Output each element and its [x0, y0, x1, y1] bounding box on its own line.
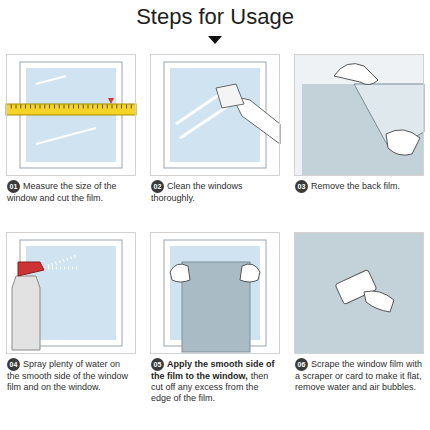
step-number: 06 [295, 358, 308, 371]
step-panel: 01Measure the size of the window and cut… [6, 54, 136, 176]
step-caption: 06Scrape the window film with a scraper … [295, 358, 423, 393]
step-caption: 03Remove the back film. [295, 180, 423, 193]
step-panel: 06Scrape the window film with a scraper … [294, 232, 424, 354]
scrape-illustration [294, 232, 424, 354]
step-panel: 02Clean the windows thoroughly. [150, 54, 280, 176]
step-caption: 05Apply the smooth side of the film to t… [151, 358, 279, 404]
spray-illustration [12, 240, 122, 350]
apply-illustration [164, 240, 266, 352]
step-text: Measure the size of the window and cut t… [7, 181, 117, 203]
step-text: Clean the windows thoroughly. [151, 181, 243, 203]
step-panel: 04Spray plenty of water on the smooth si… [6, 232, 136, 354]
step-number: 04 [7, 358, 20, 371]
step-number: 02 [151, 180, 164, 193]
step-caption: 02Clean the windows thoroughly. [151, 180, 279, 204]
step-text: Scrape the window film with a scraper or… [295, 359, 422, 392]
clean-illustration [164, 62, 280, 168]
step-text: Spray plenty of water on the smooth side… [7, 359, 128, 392]
step-panel: 05Apply the smooth side of the film to t… [150, 232, 280, 354]
step-number: 05 [151, 358, 164, 371]
step-number: 01 [7, 180, 20, 193]
step-panel: 03Remove the back film. [294, 54, 424, 176]
measure-illustration [6, 62, 136, 168]
step-caption: 04Spray plenty of water on the smooth si… [7, 358, 135, 393]
step-text: Remove the back film. [311, 181, 400, 191]
step-number: 03 [295, 180, 308, 193]
peel-illustration [294, 54, 424, 176]
down-triangle [208, 36, 222, 44]
step-caption: 01Measure the size of the window and cut… [7, 180, 135, 204]
page-title: Steps for Usage [0, 4, 430, 30]
